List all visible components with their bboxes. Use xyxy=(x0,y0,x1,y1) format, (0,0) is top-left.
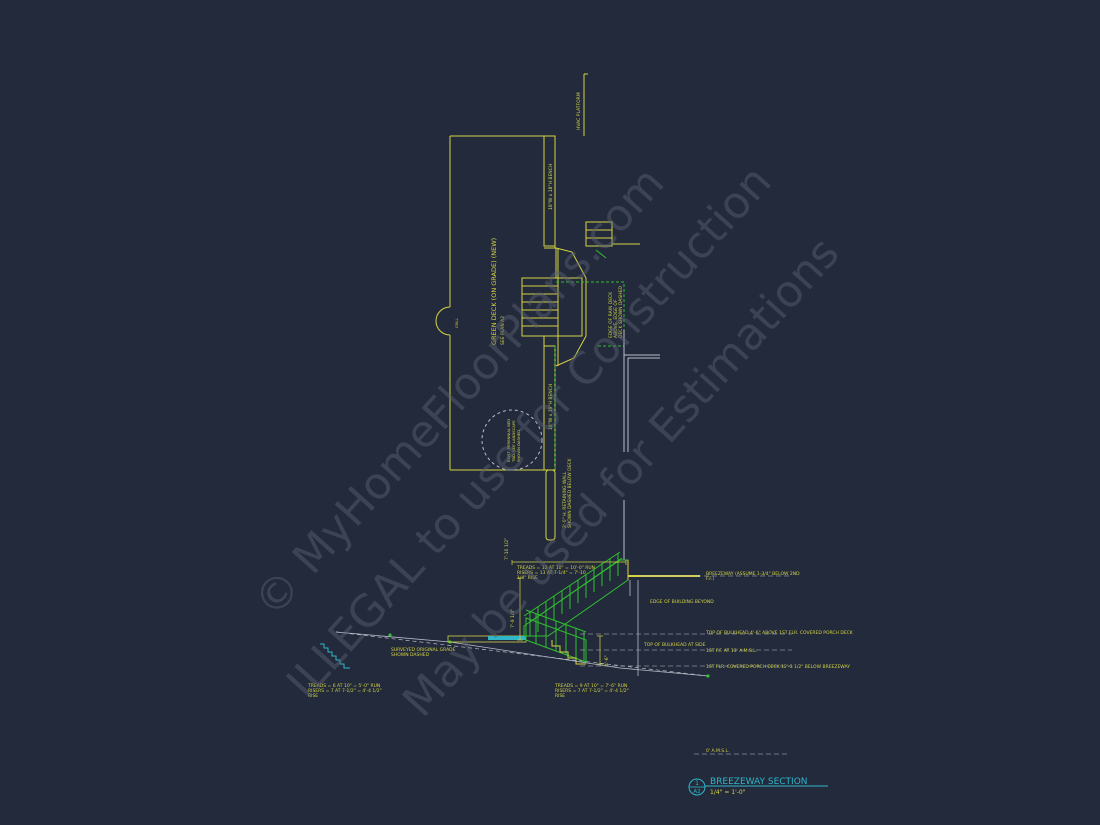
side-dim-2: 4'-6" xyxy=(604,655,610,666)
treads-upper-3: 1/4" RISE xyxy=(517,575,538,581)
wall-note-1: 2'-0" H. RETAINING WALL xyxy=(562,471,568,528)
treads-mid-3: RISE xyxy=(555,693,565,699)
level-lines xyxy=(580,575,792,755)
tree-note-2: TBD. SEE LANDSCAPE xyxy=(511,420,516,463)
edge-note-2: ABOVE. EDGE OF xyxy=(613,299,619,338)
detail-sheet: A2 xyxy=(693,789,700,795)
treads-left-3: RISE xyxy=(308,693,318,699)
grill-bump xyxy=(435,306,451,336)
stair-treads xyxy=(522,285,558,327)
treads-mid-2: RISERS = 7 AT 7-1/2" = 4'-4 1/2" xyxy=(555,688,629,694)
title-block: 1 A2 BREEZEWAY SECTION 1/4" = 1'-0" xyxy=(688,777,828,796)
treads-left-2: RISERS = 7 AT 7-1/2" = 4'-4 1/2" xyxy=(308,688,382,694)
watermark-line-1: © MyHomeFloorPlans.com xyxy=(244,158,674,628)
bench-top-label: 18"W x 18"H BENCH xyxy=(548,164,554,210)
section-title: BREEZEWAY SECTION xyxy=(710,777,808,787)
edge-note-3: DECK SHOWN DASHED xyxy=(618,286,624,338)
existing-bed-circle xyxy=(481,409,543,471)
detail-number: 1 xyxy=(695,780,699,787)
hvac-pad xyxy=(585,221,613,247)
first-ff-label: 1ST F.F. AT 13' A.M.S.L. xyxy=(706,648,757,654)
treads-mid-1: TREADS = 9 AT 10" = 7'-6" RUN xyxy=(554,683,627,689)
lower-stair-flight xyxy=(525,609,587,663)
treads-upper-2: RISERS = 13 AT 7-1/4" = 7'-10 xyxy=(517,570,586,576)
upper-stair-flight xyxy=(523,551,629,637)
section-labels: 7'-10 1/2" TREADS = 12 AT 10" = 10'-0" R… xyxy=(307,538,854,754)
section-scale: 1/4" = 1'-0" xyxy=(710,789,746,796)
grade-line xyxy=(335,631,709,677)
amsl-label: 0' A.M.S.L. xyxy=(706,748,730,754)
dimension-lines xyxy=(511,560,627,665)
hvac-platform-label: HVAC PLATFORM xyxy=(576,92,582,130)
top-dim-label: 7'-10 1/2" xyxy=(504,538,510,560)
plan-labels: HVAC PLATFORM 18"W x 18"H BENCH 18"W x 1… xyxy=(455,92,624,528)
edge-note-1: EDGE OF RAIN DECK xyxy=(608,291,614,338)
bulkhead-note: TOP OF BULKHEAD 4'-6" ABOVE 1ST FLR. COV… xyxy=(705,630,854,636)
tree-note-3: SHOWN DASHED xyxy=(516,430,521,462)
leader-green xyxy=(595,249,607,259)
bench-top xyxy=(543,135,556,247)
grill-tag-label: GRILL xyxy=(455,318,459,328)
porch-deck-label: 1ST FLR. COVERED PORCH DECK 12'-3 1/2" B… xyxy=(706,664,850,670)
edge-of-building-label: EDGE OF BUILDING BEYOND xyxy=(650,599,714,605)
lower-deck-fill xyxy=(488,636,526,640)
lower-steps xyxy=(551,640,586,665)
stair-curved-rail xyxy=(555,247,587,367)
deck-outline-top xyxy=(450,135,556,248)
side-dim-1: 7'-9 1/4" xyxy=(510,609,516,628)
retaining-wall xyxy=(545,469,556,541)
building-walls xyxy=(623,330,660,560)
section-view xyxy=(320,551,792,755)
breezeway-note-2: F.F.) xyxy=(706,576,715,582)
watermark-line-2: ILLEGAL to use for Construction xyxy=(277,156,781,708)
breezeway-note-1: BREEZEWAY (ASSUME 1-3/4" BELOW 2ND xyxy=(706,571,800,577)
upper-deck-dashed-edge xyxy=(556,281,625,347)
plan-view xyxy=(435,73,660,560)
tree-note-1: EXIST. PERENNIAL BED xyxy=(506,419,511,462)
bulkhead-side-label: TOP OF BULKHEAD AT SIDE xyxy=(643,642,706,648)
watermark: © MyHomeFloorPlans.com ILLEGAL to use fo… xyxy=(244,156,849,727)
treads-upper-1: TREADS = 12 AT 10" = 10'-0" RUN xyxy=(516,565,595,571)
small-stair-left xyxy=(320,643,350,669)
deck-note-label: SEE PLAN A2 xyxy=(500,316,506,345)
treads-left-1: TREADS = 6 AT 10" = 5'-0" RUN xyxy=(307,683,380,689)
grade-note-1: SURVEYED ORIGINAL GRADE xyxy=(391,647,456,653)
grade-note-2: SHOWN DASHED xyxy=(391,652,430,658)
bench-bottom-label: 18"W x 18"H BENCH xyxy=(548,384,554,430)
wall-note-2: SHOWN DASHED BELOW DECK xyxy=(567,457,573,528)
stair-landing xyxy=(521,277,583,337)
deck-title-label: GREEN DECK (ON GRADE) (NEW) xyxy=(490,238,498,345)
